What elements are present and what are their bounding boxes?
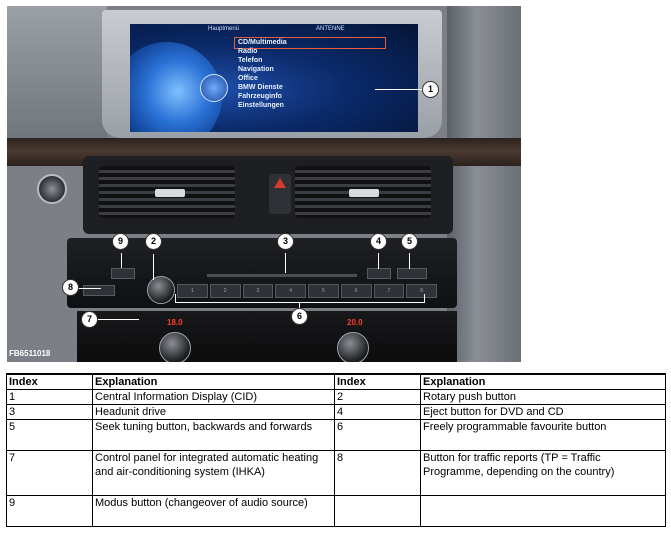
traffic-button [83,285,115,296]
table-row: 5 Seek tuning button, backwards and forw… [6,419,666,451]
leader-line-7 [97,319,139,320]
table-row: 3 Headunit drive 4 Eject button for DVD … [6,404,666,420]
index-cell: 1 [6,389,93,405]
hazard-triangle-icon [274,178,286,188]
index-cell: 9 [6,495,93,527]
eject-button [367,268,391,279]
explanation-cell: Central Information Display (CID) [92,389,335,405]
leader-line-9 [121,253,122,268]
header-index: Index [334,373,421,390]
callout-8: 8 [62,279,79,296]
vent-slider-right [349,189,379,197]
index-cell: 2 [334,389,421,405]
menu-item: Einstellungen [238,102,284,109]
favourite-key: 7 [373,284,405,298]
seek-button [397,268,427,279]
menu-item: Office [238,75,258,82]
leader-line-5 [409,253,410,269]
favourite-key: 3 [242,284,274,298]
climate-knob-left [159,332,191,362]
callout-3: 3 [277,233,294,250]
photo-code: FB6511018 [9,349,51,358]
callout-6: 6 [291,308,308,325]
table-header-row: Index Explanation Index Explanation [6,373,666,390]
callout-7: 7 [81,311,98,328]
callout-9: 9 [112,233,129,250]
explanation-cell [420,495,666,527]
menu-item: Radio [238,48,258,55]
explanation-cell: Modus button (changeover of audio source… [92,495,335,527]
mode-button [111,268,135,279]
leader-line-1 [375,89,423,90]
favourite-key: 4 [275,284,306,298]
explanation-cell: Seek tuning button, backwards and forwar… [92,419,335,451]
explanation-cell: Headunit drive [92,404,335,420]
index-cell [334,495,421,527]
rotary-push-button [147,276,175,304]
hazard-button [269,174,291,214]
explanation-cell: Control panel for integrated automatic h… [92,450,335,496]
favourite-key: 6 [340,284,372,298]
index-cell: 7 [6,450,93,496]
favourite-key: 5 [308,284,339,298]
menu-item: Telefon [238,57,263,64]
index-cell: 3 [6,404,93,420]
seat-upholstery [447,6,521,362]
legend-table: Index Explanation Index Explanation 1 Ce… [6,373,666,527]
callout-4: 4 [370,233,387,250]
dashboard-photo: Hauptmenü ANTENNE CD/Multimedia Radio Te… [7,6,521,362]
temperature-right: 20.0 [347,318,363,327]
favourite-bracket [175,294,425,303]
menu-item: BMW Dienste [238,84,283,91]
favourite-key: 1 [177,284,208,298]
favourite-key: 8 [406,284,437,298]
temperature-left: 18.0 [167,318,183,327]
climate-control-panel [77,311,457,362]
favourite-key: 2 [209,284,241,298]
index-cell: 5 [6,419,93,451]
controller-knob-icon [200,74,228,102]
screen-header-left: Hauptmenü [208,26,240,32]
menu-item: CD/Multimedia [238,39,287,46]
table-row: 7 Control panel for integrated automatic… [6,450,666,496]
index-cell: 6 [334,419,421,451]
menu-selection-highlight [234,37,386,49]
start-stop-button-icon [37,174,67,204]
explanation-cell: Rotary push button [420,389,666,405]
table-row: 9 Modus button (changeover of audio sour… [6,495,666,527]
climate-knob-right [337,332,369,362]
menu-item: Fahrzeuginfo [238,93,282,100]
table-row: 1 Central Information Display (CID) 2 Ro… [6,389,666,405]
favourite-buttons: 1 2 3 4 5 6 7 8 [177,284,437,298]
leader-line-6 [299,302,300,308]
leader-line-2 [153,254,154,280]
explanation-cell: Freely programmable favourite button [420,419,666,451]
leader-line-8 [77,288,101,289]
callout-5: 5 [401,233,418,250]
menu-item: Navigation [238,66,274,73]
dashboard-trim-left [7,6,107,146]
leader-line-4 [378,253,379,269]
callout-1: 1 [422,81,439,98]
header-index: Index [6,373,93,390]
index-cell: 8 [334,450,421,496]
vent-slider-left [155,189,185,197]
header-explanation: Explanation [420,373,666,390]
explanation-cell: Eject button for DVD and CD [420,404,666,420]
headunit-drive-slot [207,274,357,277]
screen-header-right: ANTENNE [316,26,345,32]
callout-2: 2 [145,233,162,250]
index-cell: 4 [334,404,421,420]
explanation-cell: Button for traffic reports (TP = Traffic… [420,450,666,496]
header-explanation: Explanation [92,373,335,390]
screen-main-menu: CD/Multimedia Radio Telefon Navigation O… [238,38,287,110]
central-information-display: Hauptmenü ANTENNE CD/Multimedia Radio Te… [130,24,418,132]
leader-line-3 [285,253,286,273]
